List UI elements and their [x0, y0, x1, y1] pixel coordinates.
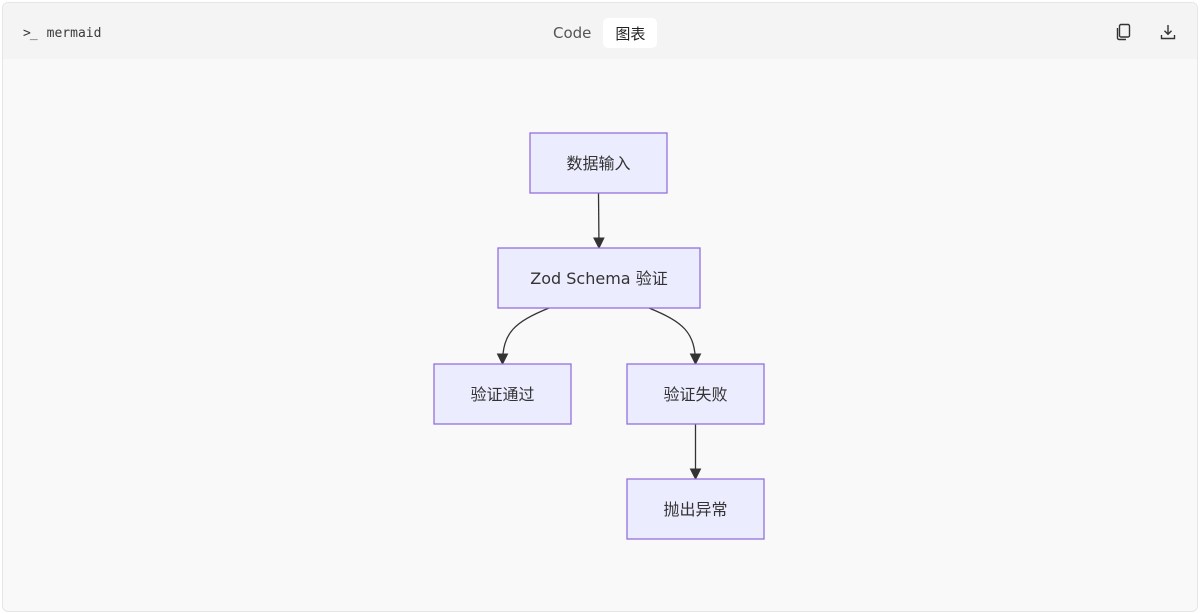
flow-edge-a-b	[593, 192, 605, 250]
flow-node-box	[626, 478, 765, 540]
language-indicator: >_ mermaid	[23, 23, 101, 43]
flow-node-box	[529, 132, 668, 194]
language-label: mermaid	[46, 25, 102, 41]
flow-node-a: 数据输入	[529, 132, 668, 194]
flow-node-box	[626, 363, 765, 425]
flow-edge-b-d	[648, 307, 702, 366]
terminal-prompt-icon: >_	[23, 25, 38, 41]
flow-node-label: 数据输入	[566, 154, 630, 173]
tab-diagram[interactable]: 图表	[603, 18, 658, 48]
flow-node-c: 验证通过	[433, 363, 572, 425]
flow-node-b: Zod Schema 验证	[497, 247, 701, 309]
copy-button[interactable]	[1113, 21, 1135, 43]
download-icon	[1160, 25, 1176, 40]
flow-node-d: 验证失败	[626, 363, 765, 425]
copy-icon	[1116, 23, 1131, 41]
code-block-toolbar: >_ mermaid Code 图表	[3, 3, 1197, 59]
view-tabs: Code 图表	[541, 18, 658, 48]
flow-node-label: 抛出异常	[663, 500, 727, 519]
flow-node-e: 抛出异常	[626, 478, 765, 540]
download-button[interactable]	[1157, 21, 1179, 43]
flow-node-label: 验证失败	[663, 385, 727, 404]
flow-node-label: Zod Schema 验证	[530, 269, 667, 288]
flow-node-label: 验证通过	[470, 385, 534, 404]
tab-code[interactable]: Code	[553, 24, 592, 42]
flow-node-box	[433, 363, 572, 425]
flow-edge-b-c	[496, 307, 550, 366]
diagram-canvas: 数据输入 Zod Schema 验证验证通过 验证失败抛出异常	[3, 59, 1197, 611]
flow-node-box	[497, 247, 701, 309]
